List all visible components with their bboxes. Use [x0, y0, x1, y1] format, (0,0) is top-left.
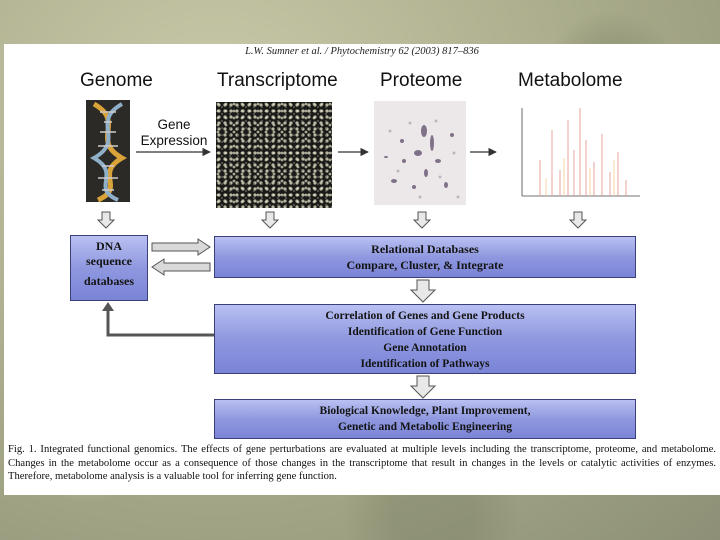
citation: L.W. Sumner et al. / Phytochemistry 62 (…: [245, 46, 479, 57]
down-arrow-genome: [96, 211, 116, 229]
genome-title: Genome: [80, 70, 153, 91]
slide: L.W. Sumner et al. / Phytochemistry 62 (…: [4, 44, 720, 495]
proteome-title: Proteome: [380, 70, 463, 91]
down-arrow-proteome: [412, 211, 432, 229]
down-arrow-transcriptome: [260, 211, 280, 229]
microarray-image: [216, 102, 332, 208]
dna-helix-image: [86, 100, 130, 202]
arrow-dna-to-relational: [151, 238, 211, 256]
relational-databases-box: Relational Databases Compare, Cluster, &…: [214, 236, 636, 278]
figure-caption: Fig. 1. Integrated functional genomics. …: [8, 444, 716, 482]
arrow-relational-to-dna: [151, 258, 211, 276]
arrows-layer: [96, 147, 588, 399]
dna-sequence-databases-box: DNA sequence databases: [70, 235, 148, 301]
gene-expression-label: Gene Expression: [140, 117, 208, 148]
correlation-box: Correlation of Genes and Gene Products I…: [214, 304, 636, 374]
down-arrow-metabolome: [568, 211, 588, 229]
metabolome-title: Metabolome: [518, 70, 623, 91]
metabolome-chromatogram-image: [500, 100, 644, 208]
transcriptome-title: Transcriptome: [217, 70, 338, 91]
biological-knowledge-box: Biological Knowledge, Plant Improvement,…: [214, 399, 636, 439]
proteome-gel-image: [374, 101, 466, 205]
feedback-line: [106, 310, 214, 337]
down-arrow-correlation-knowledge: [409, 375, 437, 399]
feedback-arrowhead: [102, 302, 114, 311]
down-arrow-relational-correlation: [409, 279, 437, 303]
